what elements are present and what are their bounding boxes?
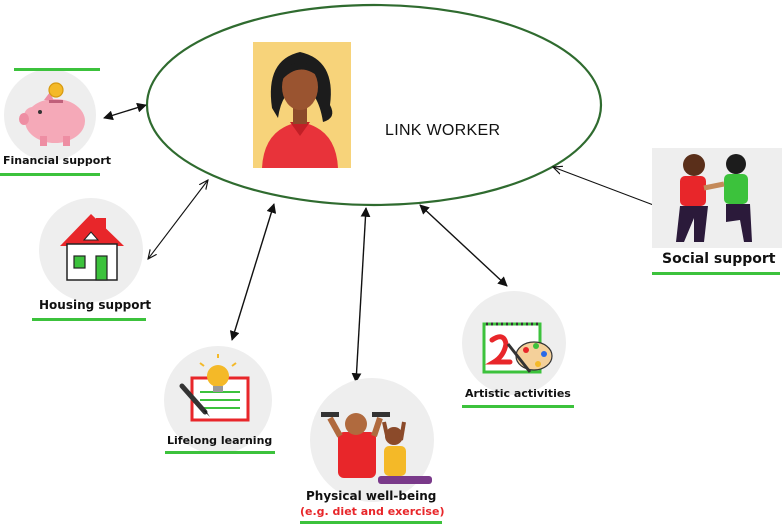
learning-underline <box>165 451 275 454</box>
arrow-learning <box>229 203 277 341</box>
arrow-artistic <box>419 204 508 287</box>
house-icon <box>39 198 143 302</box>
social-support-label: Social support <box>662 251 776 267</box>
art-palette-icon <box>462 291 566 395</box>
physical-wellbeing-label: Physical well-being <box>306 489 437 503</box>
physical-underline <box>300 521 442 524</box>
link-worker-ellipse <box>145 3 603 207</box>
link-worker-avatar <box>253 42 351 168</box>
social-underline <box>652 272 780 275</box>
arrow-social <box>553 167 664 209</box>
housing-support-label: Housing support <box>39 298 152 312</box>
housing-underline <box>32 318 146 321</box>
arrow-financial <box>103 102 147 121</box>
social-people-icon <box>652 148 782 248</box>
artistic-activities-label: Artistic activities <box>465 387 571 400</box>
lightbulb-book-icon <box>164 346 272 454</box>
artistic-underline <box>462 405 574 408</box>
arrow-physical <box>351 207 371 383</box>
financial-underline <box>0 173 100 176</box>
arrow-housing <box>148 180 208 259</box>
exercise-people-icon <box>310 378 434 502</box>
physical-wellbeing-sublabel: (e.g. diet and exercise) <box>300 505 445 518</box>
financial-support-label: Financial support <box>3 154 112 167</box>
link-worker-label: LINK WORKER <box>385 122 501 139</box>
piggy-bank-icon <box>4 68 100 161</box>
lifelong-learning-label: Lifelong learning <box>167 434 273 447</box>
